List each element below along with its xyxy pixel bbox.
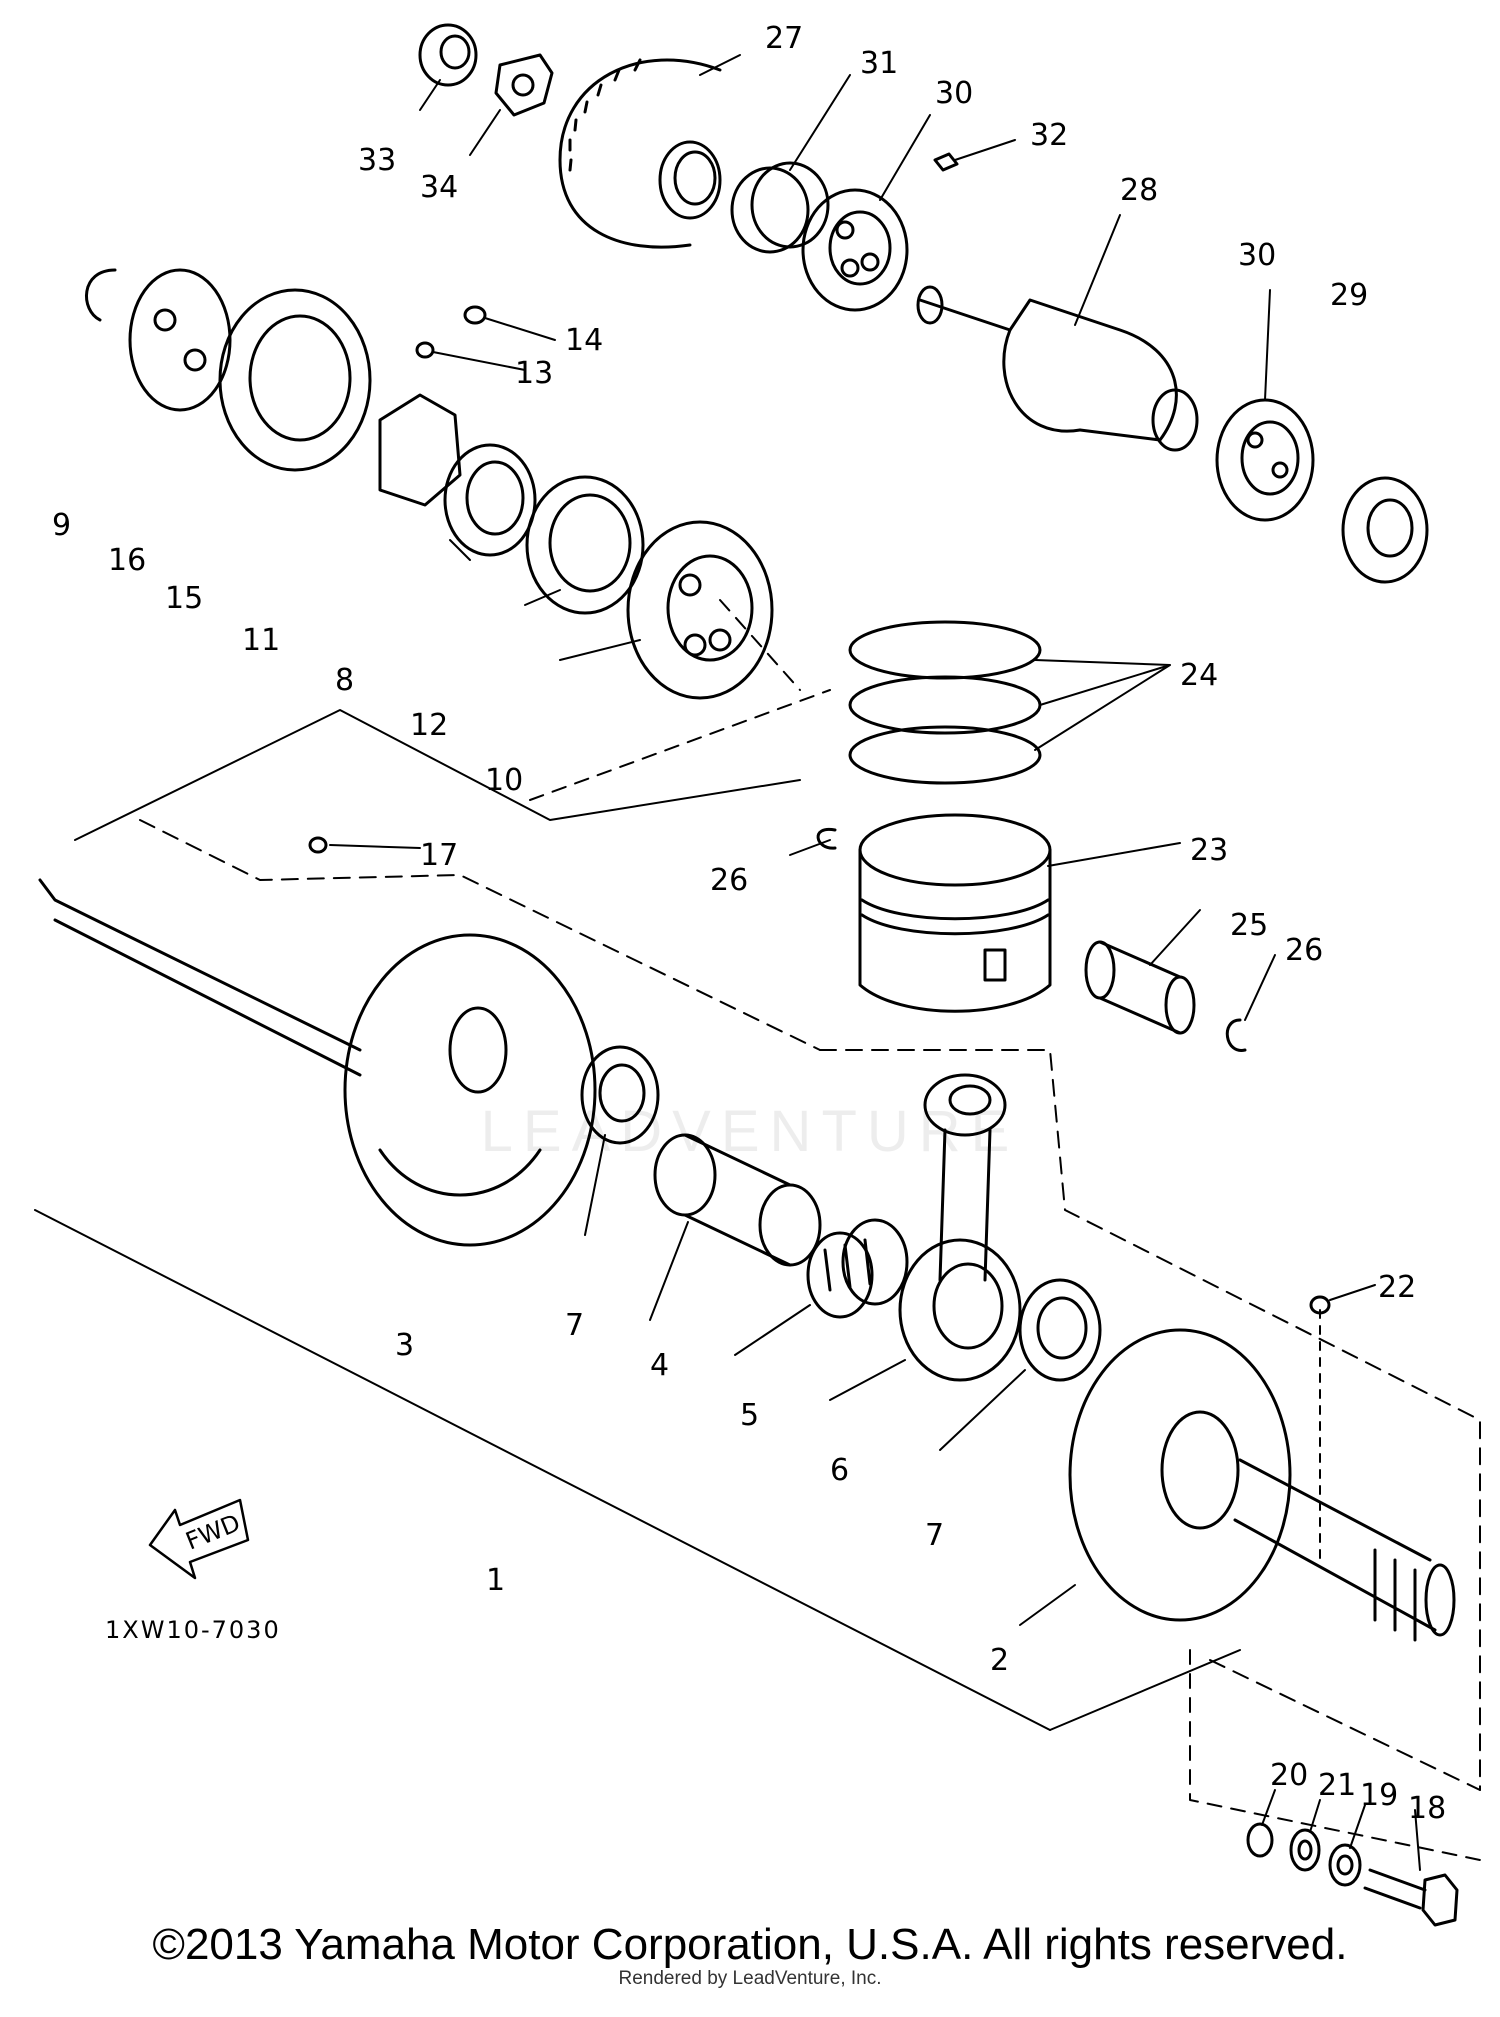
part-4-crank-pin: [653, 1133, 822, 1267]
callout-26-right: 26: [1285, 933, 1323, 968]
part-28-balancer-shaft: [916, 285, 1199, 452]
watermark: LEADVENTURE: [480, 1099, 1020, 1164]
callout-2: 2: [990, 1643, 1009, 1678]
part-32-key: [933, 152, 959, 172]
part-26-clip-right: [1225, 1018, 1247, 1052]
callout-1: 1: [486, 1563, 505, 1598]
callout-29: 29: [1330, 278, 1368, 313]
part-26-clip-left: [816, 827, 837, 850]
callout-31: 31: [860, 46, 898, 81]
callout-6: 6: [830, 1453, 849, 1488]
callout-7-right: 7: [925, 1518, 944, 1553]
callout-9: 9: [52, 508, 71, 543]
part-5-needle-bearing: [806, 1218, 909, 1319]
part-15-gear: [218, 288, 372, 472]
callout-26-left: 26: [710, 863, 748, 898]
callout-22: 22: [1378, 1270, 1416, 1305]
callout-20: 20: [1270, 1758, 1308, 1793]
callout-25: 25: [1230, 908, 1268, 943]
part-3-crank-left: [38, 878, 597, 1247]
part-19-lock-washer: [1328, 1843, 1362, 1887]
part-34-lock-washer: [494, 53, 554, 117]
part-21-washer: [1289, 1828, 1321, 1872]
rendered-by-credit: Rendered by LeadVenture, Inc.: [618, 1968, 882, 1989]
part-2-crank-right: [1068, 1328, 1456, 1642]
part-29-oil-seal: [1341, 476, 1429, 584]
callout-33: 33: [358, 143, 396, 178]
part-12-spacer: [443, 443, 537, 557]
fwd-arrow-icon: FWD: [148, 1498, 250, 1580]
callout-5: 5: [740, 1398, 759, 1433]
callout-34: 34: [420, 170, 458, 205]
callout-17: 17: [420, 838, 458, 873]
part-8-washer: [525, 475, 645, 615]
callout-30-upper: 30: [935, 76, 973, 111]
drawing-code: 1XW10-7030: [105, 1616, 281, 1644]
callout-27: 27: [765, 21, 803, 56]
part-9-circlip: [85, 268, 117, 322]
part-17-key: [308, 836, 328, 854]
part-10-bearing: [626, 520, 774, 700]
callout-21: 21: [1318, 1768, 1356, 1803]
copyright-notice: ©2013 Yamaha Motor Corporation, U.S.A. A…: [152, 1920, 1348, 1969]
callout-30-lower: 30: [1238, 238, 1276, 273]
callout-14: 14: [565, 323, 603, 358]
callout-16: 16: [108, 543, 146, 578]
callout-32: 32: [1030, 118, 1068, 153]
part-7-shim-left: [580, 1045, 660, 1145]
assembly-outline-lines: [34, 599, 1481, 1861]
part-24-piston-rings: [848, 620, 1042, 785]
callout-15: 15: [165, 581, 203, 616]
callout-24: 24: [1180, 658, 1218, 693]
callout-7-left: 7: [565, 1308, 584, 1343]
part-11-hub: [378, 393, 462, 507]
callout-numbers: 33 34 27 31 30 32 28 30 29 14 13 9 16 15…: [52, 21, 1446, 1826]
callout-10: 10: [485, 763, 523, 798]
callout-8: 8: [335, 663, 354, 698]
part-25-piston-pin: [1084, 940, 1196, 1035]
part-7-shim-right: [1018, 1278, 1102, 1382]
callout-12: 12: [410, 708, 448, 743]
part-31-collar: [730, 161, 830, 254]
part-6-connecting-rod: [898, 1073, 1022, 1382]
part-18-bolt: [1363, 1868, 1459, 1927]
callout-3: 3: [395, 1328, 414, 1363]
callout-18: 18: [1408, 1791, 1446, 1826]
part-20-o-ring: [1246, 1822, 1274, 1858]
callout-19: 19: [1360, 1778, 1398, 1813]
leader-lines: [329, 54, 1421, 1871]
fwd-label: FWD: [182, 1509, 244, 1556]
callout-28: 28: [1120, 173, 1158, 208]
callout-11: 11: [242, 623, 280, 658]
part-33-nut: [418, 23, 478, 87]
part-13-pin: [415, 341, 435, 359]
part-27-balancer-gear: [558, 58, 722, 249]
part-30-bearing-upper: [801, 188, 909, 312]
callout-4: 4: [650, 1348, 669, 1383]
part-23-piston: [858, 813, 1052, 1013]
callout-23: 23: [1190, 833, 1228, 868]
callout-13: 13: [515, 356, 553, 391]
part-16-plate: [128, 268, 232, 412]
part-14-pin: [463, 305, 487, 325]
part-30-bearing-lower: [1215, 398, 1315, 522]
